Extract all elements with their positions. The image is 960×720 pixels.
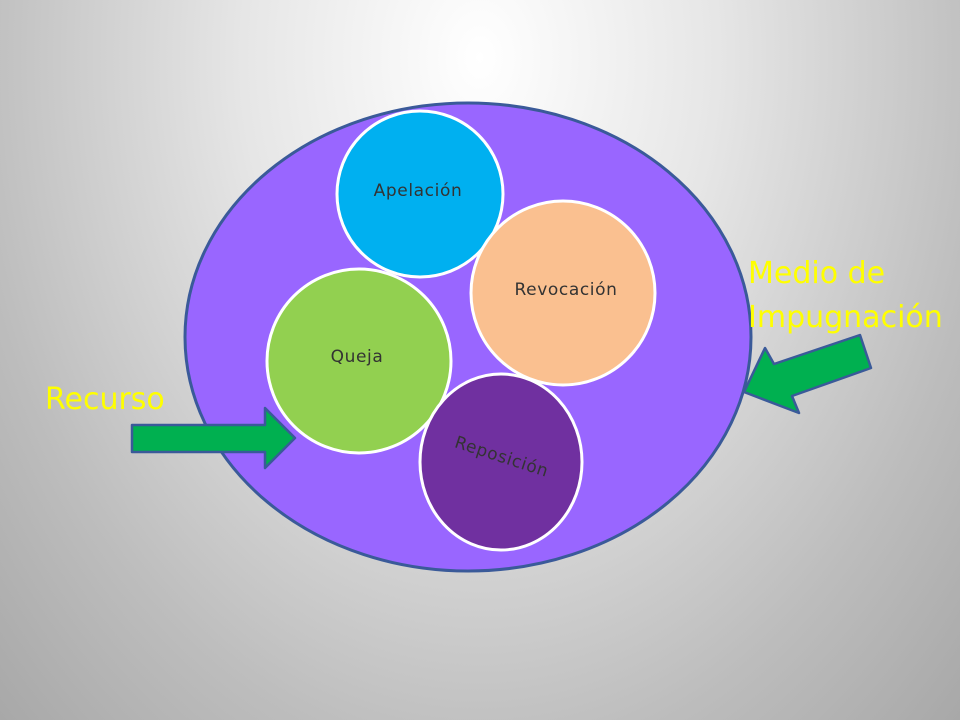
queja-node: Queja (265, 267, 453, 455)
revocacion-node: Revocación (469, 199, 657, 387)
reposicion-node: Reposición (418, 372, 584, 552)
apelacion-node: Apelación (335, 109, 505, 279)
recurso-label: Recurso (45, 382, 165, 417)
apelacion-label: Apelación (374, 181, 463, 201)
medio-impugnacion-label: Medio de Impugnación (748, 252, 943, 340)
medio-label-line1: Medio de (748, 256, 886, 291)
medio-label-line2: Impugnación (748, 300, 943, 335)
revocacion-label: Revocación (515, 280, 618, 300)
medio-impugnacion-arrow (742, 333, 873, 415)
queja-label: Queja (331, 347, 384, 367)
recurso-arrow (130, 406, 297, 470)
